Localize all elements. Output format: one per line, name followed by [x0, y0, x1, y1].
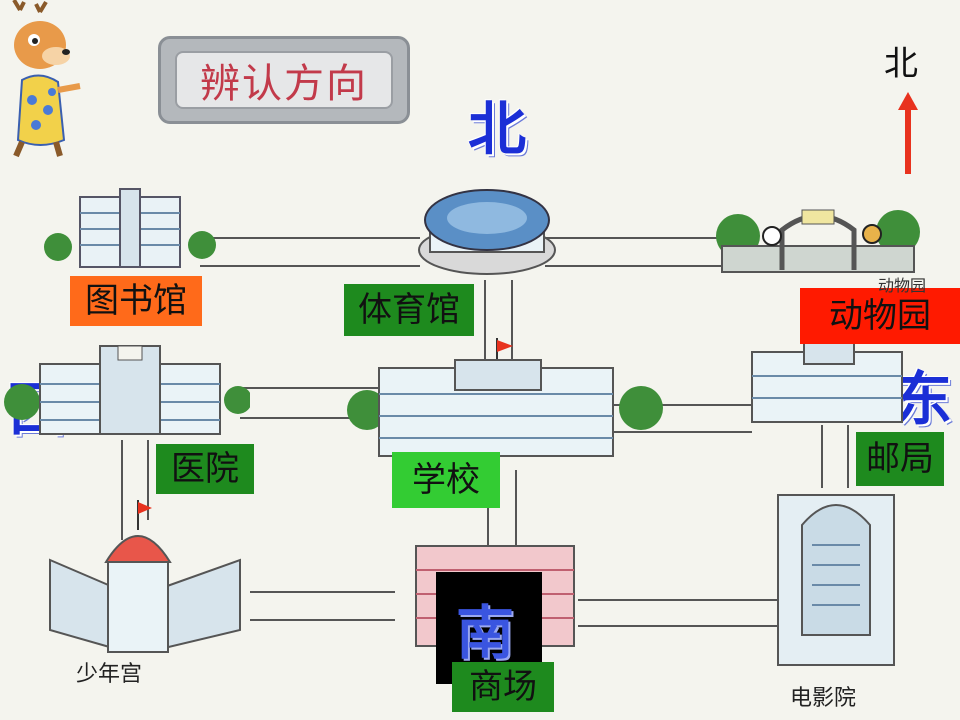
- title-inner: 辨认方向: [175, 51, 393, 109]
- gym-label: 体育馆: [344, 284, 474, 336]
- post-office-label: 邮局: [856, 432, 944, 486]
- cinema-caption: 电影院: [790, 686, 857, 711]
- youth-palace-building-icon: [49, 500, 241, 653]
- zoo-label: 动物园: [800, 288, 960, 344]
- title-frame: 辨认方向: [158, 36, 410, 124]
- hospital-building-icon: [4, 345, 250, 435]
- school-building-icon: [347, 338, 663, 457]
- compass-east: 东: [894, 365, 953, 433]
- zoo-gate-icon: [716, 209, 920, 273]
- cinema-building-icon: [777, 494, 895, 666]
- youth-palace-caption: 少年宫: [76, 662, 143, 687]
- page-title: 辨认方向: [200, 61, 368, 107]
- school-label: 学校: [392, 452, 500, 508]
- hospital-label: 医院: [156, 444, 254, 494]
- north-indicator-label: 北: [884, 44, 918, 84]
- zoo-partial-caption: 动物园: [878, 276, 927, 295]
- post-office-building-icon: [751, 341, 903, 423]
- north-arrow-icon: [898, 92, 918, 174]
- deer-mascot-icon: [12, 0, 81, 158]
- library-building-icon: [44, 188, 216, 268]
- compass-south: 南: [456, 599, 515, 667]
- compass-north: 北: [468, 95, 527, 163]
- mall-label: 商场: [452, 662, 554, 712]
- library-label: 图书馆: [70, 276, 202, 326]
- gym-building-icon: [418, 189, 556, 275]
